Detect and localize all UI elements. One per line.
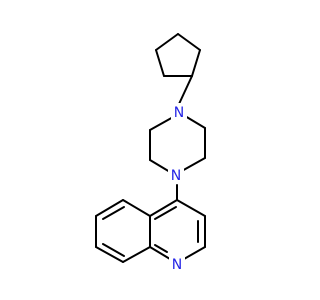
atom-n-piperazine-top: N [171,103,187,121]
atom-n-piperazine-bottom: N [168,165,184,184]
quinoline-ring-system [95,199,206,263]
bond [102,206,125,220]
bond [122,199,151,217]
bond [95,246,124,263]
bond [149,159,171,173]
atom-n-quinoline: N [169,255,185,273]
atom-label: N [172,257,182,273]
structure-diagram: N N N [95,33,206,273]
bond [122,246,151,263]
bond [155,33,179,51]
bond [183,246,206,260]
atom-label: N [171,168,181,184]
bond [176,199,206,217]
cyclopentyl-ring [155,33,201,77]
bond [149,199,178,217]
bond [149,115,176,131]
piperazine-ring [149,115,206,173]
bond-cyclopentyl-n [178,75,193,105]
bond [184,115,206,129]
bond [154,206,177,220]
bond [191,49,201,77]
bond [155,49,165,77]
bond [154,244,168,253]
bond [149,246,171,260]
bond [102,243,125,257]
bond [179,157,206,173]
bond [177,33,201,51]
bond [95,199,124,217]
atom-label: N [174,105,184,121]
